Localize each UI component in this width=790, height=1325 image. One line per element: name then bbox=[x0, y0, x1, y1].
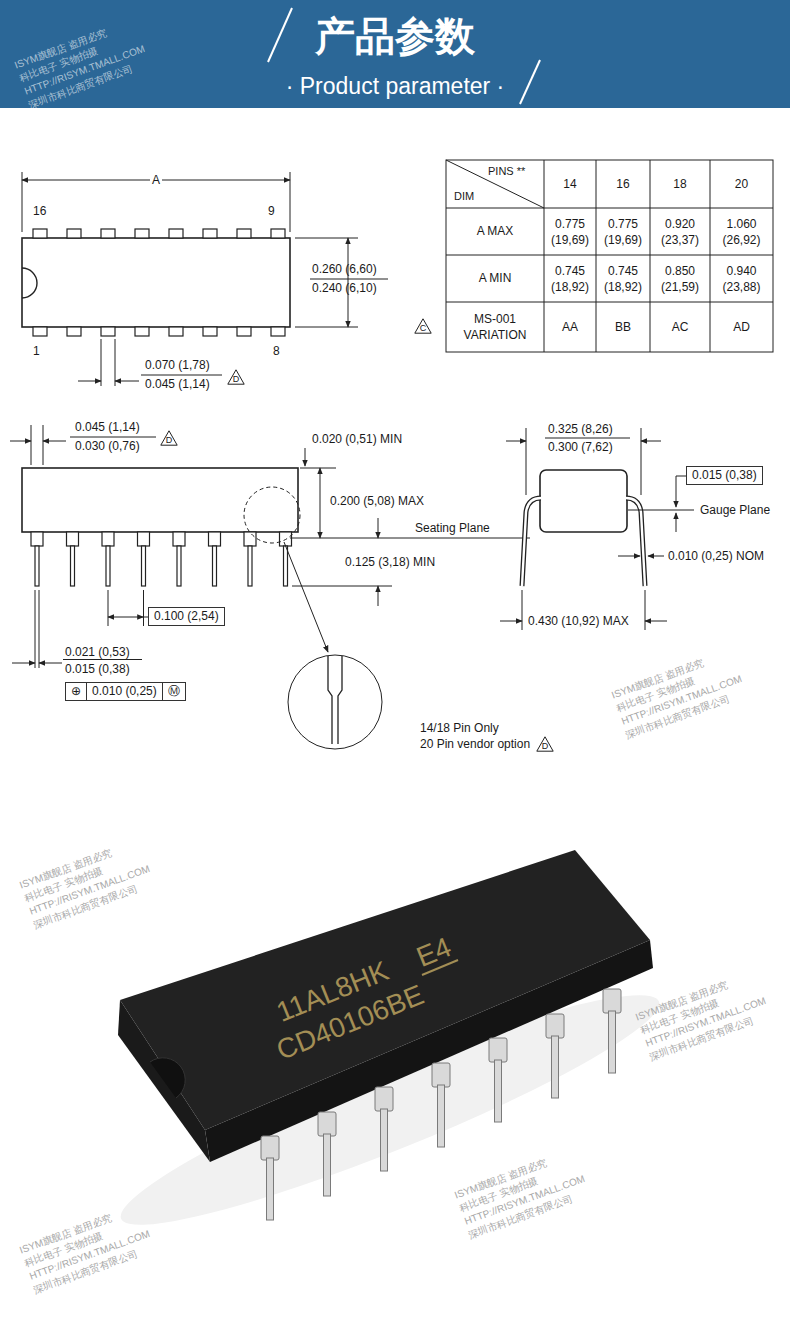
table-cell: A MIN bbox=[446, 271, 544, 285]
flag-letter: D bbox=[160, 435, 178, 445]
table-cell: 0.775 (19,69) bbox=[544, 216, 596, 248]
dimension-value: 0.260 (6,60) bbox=[312, 262, 377, 276]
table-cell: MS-001 VARIATION bbox=[455, 311, 535, 343]
dimension-box: 0.015 (0,38) bbox=[686, 466, 763, 485]
dimension-value: 0.020 (0,51) MIN bbox=[312, 432, 402, 446]
plane-label: Seating Plane bbox=[415, 521, 490, 535]
dimension-value: 0.200 (5,08) MAX bbox=[330, 494, 424, 508]
table-header: DIM bbox=[454, 189, 474, 203]
dimension-value: 0.010 (0,25) bbox=[86, 683, 162, 700]
dimension-value: 0.430 (10,92) MAX bbox=[528, 614, 629, 628]
tolerance-frame: ⊕0.010 (0,25)Ⓜ bbox=[65, 682, 186, 701]
dimension-value: 0.045 (1,14) bbox=[75, 420, 140, 434]
dimension-value: 0.100 (2,54) bbox=[154, 609, 219, 623]
note-flag: D bbox=[160, 430, 178, 446]
table-cell: BB bbox=[596, 320, 650, 334]
table-cell: AC bbox=[650, 320, 710, 334]
table-cell: AD bbox=[710, 320, 773, 334]
flag-letter: C bbox=[414, 323, 432, 333]
pin-number: 9 bbox=[268, 204, 275, 218]
dimension-value: 0.045 (1,14) bbox=[145, 377, 210, 391]
dimension-value: 0.010 (0,25) NOM bbox=[668, 549, 764, 563]
table-header: 20 bbox=[710, 177, 773, 191]
flag-letter: D bbox=[536, 741, 554, 751]
header-slash bbox=[520, 60, 540, 104]
table-cell: 0.920 (23,37) bbox=[650, 216, 710, 248]
dimension-value: 0.325 (8,26) bbox=[548, 422, 613, 436]
dimension-value: 0.125 (3,18) MIN bbox=[345, 555, 435, 569]
table-cell: A MAX bbox=[446, 224, 544, 238]
table-header: 14 bbox=[544, 177, 596, 191]
table-cell: 0.940 (23,88) bbox=[710, 263, 773, 295]
dimension-box: 0.100 (2,54) bbox=[148, 607, 225, 626]
dimension-letter: A bbox=[150, 173, 162, 187]
table-cell: 0.745 (18,92) bbox=[544, 263, 596, 295]
table-header: 18 bbox=[650, 177, 710, 191]
pin-number: 1 bbox=[33, 344, 40, 358]
dimension-value: 0.030 (0,76) bbox=[75, 439, 140, 453]
dimension-value: 0.015 (0,38) bbox=[65, 662, 130, 676]
dimension-value: 0.021 (0,53) bbox=[65, 645, 130, 659]
dimension-value: ⊕ bbox=[66, 683, 86, 700]
flag-letter: D bbox=[227, 374, 245, 384]
plane-label: Gauge Plane bbox=[700, 503, 770, 517]
note-text: 14/18 Pin Only bbox=[420, 721, 499, 735]
table-cell: AA bbox=[544, 320, 596, 334]
dimension-value: 0.070 (1,78) bbox=[145, 358, 210, 372]
dimension-value: 0.300 (7,62) bbox=[548, 440, 613, 454]
dimension-value: 0.240 (6,10) bbox=[312, 281, 377, 295]
dimension-value: Ⓜ bbox=[162, 683, 185, 700]
table-cell: 0.850 (21,59) bbox=[650, 263, 710, 295]
dimension-value: 0.015 (0,38) bbox=[692, 468, 757, 482]
table-cell: 0.775 (19,69) bbox=[596, 216, 650, 248]
note-flag: D bbox=[227, 369, 245, 385]
note-flag: D bbox=[536, 736, 554, 752]
header-slash bbox=[268, 8, 292, 62]
table-cell: 0.745 (18,92) bbox=[596, 263, 650, 295]
chip-photo bbox=[106, 850, 674, 1256]
table-header: 16 bbox=[596, 177, 650, 191]
note-text: 20 Pin vendor option bbox=[420, 737, 530, 751]
table-header: PINS ** bbox=[488, 164, 525, 178]
table-cell: 1.060 (26,92) bbox=[710, 216, 773, 248]
pin-number: 16 bbox=[33, 204, 46, 218]
pin-number: 8 bbox=[273, 344, 280, 358]
note-flag: C bbox=[414, 318, 432, 334]
